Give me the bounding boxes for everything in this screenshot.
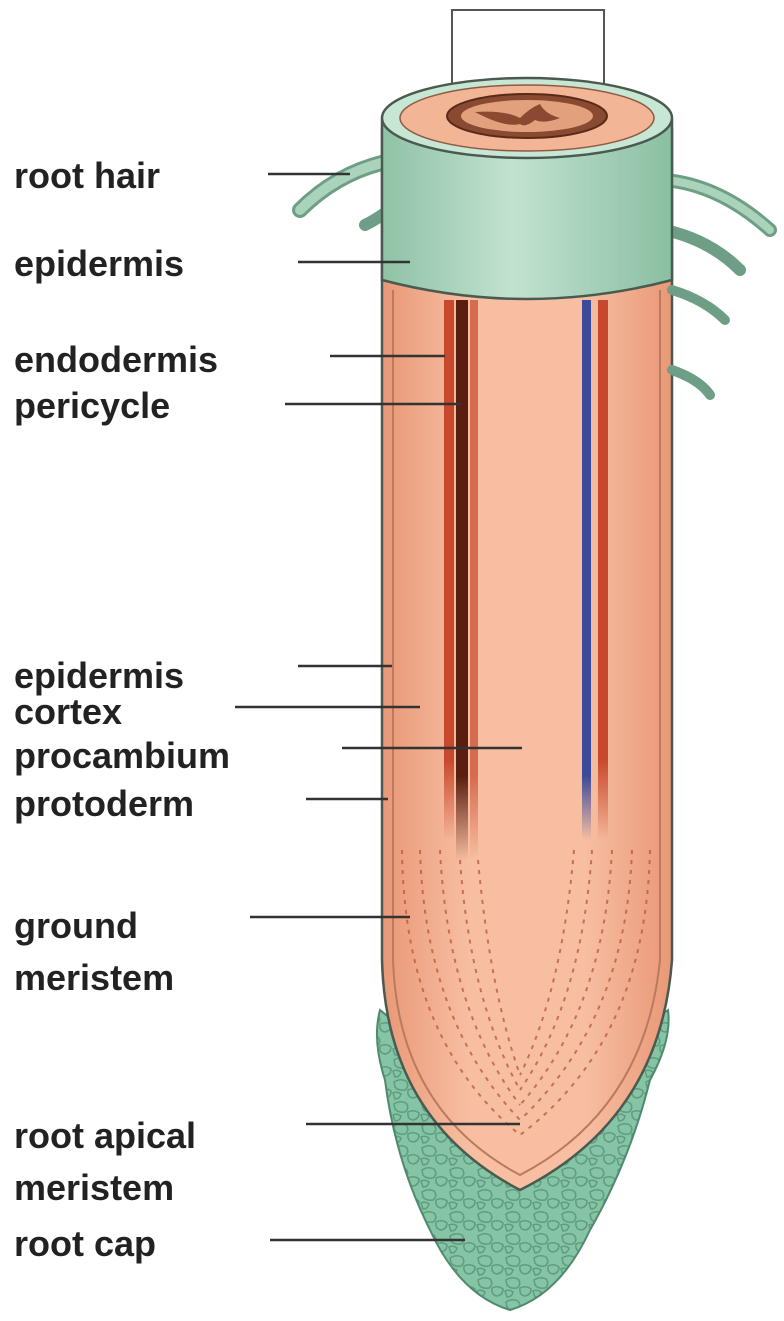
label-epidermis-lower: epidermis	[14, 655, 184, 696]
label-epidermis-upper: epidermis	[14, 243, 184, 284]
label-ground-meristem-2: meristem	[14, 957, 174, 998]
phloem-strand	[582, 300, 591, 840]
label-procambium: procambium	[14, 735, 230, 776]
endodermis-strand	[444, 300, 454, 840]
xylem-strand-left	[470, 300, 478, 860]
label-endodermis: endodermis	[14, 339, 218, 380]
label-cortex: cortex	[14, 691, 122, 732]
xylem-strand-right	[598, 300, 608, 840]
label-ground-meristem-1: ground	[14, 905, 138, 946]
label-root-cap: root cap	[14, 1223, 156, 1264]
label-root-hair: root hair	[14, 155, 160, 196]
root-hair-5	[672, 290, 725, 320]
root-hair-3	[665, 180, 770, 230]
label-root-apical-meristem-2: meristem	[14, 1167, 174, 1208]
root-hair-4	[665, 230, 740, 270]
root-hair-6	[672, 370, 710, 395]
label-root-apical-meristem-1: root apical	[14, 1115, 196, 1156]
label-pericycle: pericycle	[14, 385, 170, 426]
label-protoderm: protoderm	[14, 783, 194, 824]
pericycle-strand	[456, 300, 468, 860]
